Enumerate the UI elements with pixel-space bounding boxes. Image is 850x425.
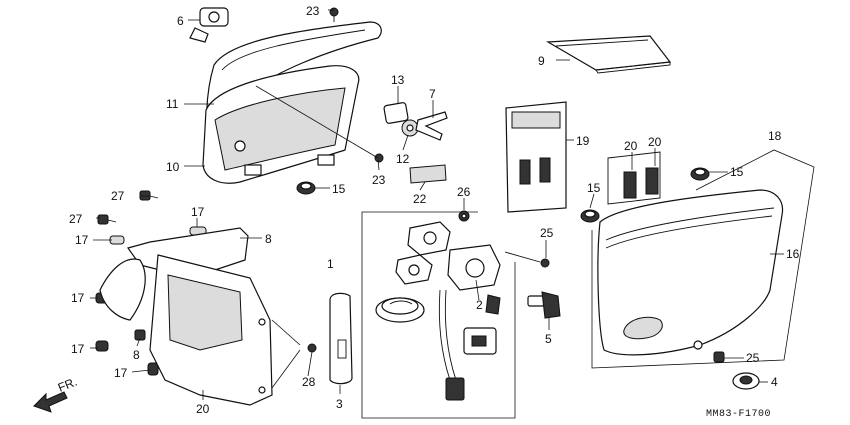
- callout-8: 8: [133, 348, 140, 362]
- callout-26: 26: [457, 185, 471, 199]
- lock-cylinder-b: [395, 254, 433, 285]
- lower-cover: [149, 254, 273, 406]
- callout-10: 10: [166, 160, 180, 174]
- lock-cylinder-a: [407, 221, 451, 256]
- cover-set-bracket: [591, 149, 815, 369]
- leader-lines: [90, 9, 784, 400]
- bolt-twentyeight: [307, 343, 317, 353]
- callout-11: 8: [265, 232, 272, 246]
- grommet-four: [732, 372, 760, 390]
- front-direction-arrow: [33, 391, 68, 413]
- callout-28: 28: [302, 375, 316, 389]
- callout-16: 16: [786, 247, 800, 261]
- direction-label: FR.: [56, 375, 79, 395]
- callout-24: 25: [540, 226, 554, 240]
- callout-20-a: 20: [624, 139, 638, 153]
- callout-17-c: 17: [71, 291, 85, 305]
- callout-20-b: 20: [648, 135, 662, 149]
- callout-19: 19: [576, 134, 590, 148]
- grommet-part: [383, 102, 419, 137]
- diagram-code: MM83-F1700: [706, 409, 771, 420]
- left-side-cover: [202, 21, 382, 184]
- cap-part: [458, 210, 470, 222]
- callout-13: 13: [391, 73, 405, 87]
- label-sheet: [505, 101, 567, 213]
- callout-17-a: 17: [75, 233, 89, 247]
- lock-key-part: [189, 7, 229, 43]
- bolt-lower: [97, 214, 117, 225]
- callout-27-upper: 27: [111, 189, 125, 203]
- rubber-grommet-left: [296, 181, 316, 195]
- callout-12: 12: [396, 152, 410, 166]
- callout-labels: 6 23 9 13 7 11 12 10 23 15 22 27 26 17 2…: [56, 4, 800, 420]
- callout-21: 20: [196, 402, 210, 416]
- screw-mid: [374, 153, 384, 163]
- callout-6: 6: [177, 14, 184, 28]
- key-part: [527, 291, 561, 319]
- callout-15-right-a: 15: [587, 181, 601, 195]
- clip-part: [415, 111, 448, 141]
- connector-part: [463, 327, 497, 355]
- callout-18: 18: [768, 129, 782, 143]
- right-side-cover: [597, 189, 784, 356]
- cushion-e: [147, 362, 159, 376]
- bolt-twentyfive: [713, 351, 725, 363]
- callout-7: 7: [429, 87, 436, 101]
- callout-23-top: 23: [306, 4, 320, 18]
- callout-27-lower: 27: [69, 212, 83, 226]
- owner-manual: [545, 35, 672, 74]
- callout-17-b: 17: [191, 205, 205, 219]
- callout-3: 3: [336, 397, 343, 411]
- cushion-a: [109, 235, 125, 245]
- callout-17-d: 17: [71, 342, 85, 356]
- small-labels: [607, 151, 661, 205]
- callout-14: 11: [166, 97, 179, 111]
- callout-2: 2: [476, 298, 483, 312]
- callout-15-left: 15: [332, 182, 346, 196]
- bolt-eight: [134, 329, 146, 341]
- callout-17-e: 17: [114, 366, 128, 380]
- fuel-cap: [375, 297, 425, 323]
- plate-part: [329, 292, 353, 385]
- screw-twentyfour: [504, 251, 550, 268]
- callout-4: 4: [771, 375, 778, 389]
- callout-25: 25: [746, 351, 760, 365]
- callout-23-mid: 23: [372, 173, 386, 187]
- tape-strip: [409, 164, 447, 184]
- cushion-d: [95, 340, 109, 352]
- callout-22: 22: [413, 192, 427, 206]
- ignition-switch: [438, 244, 501, 401]
- callout-5: 5: [545, 332, 552, 346]
- bolt-upper: [139, 190, 159, 201]
- callout-9: 9: [538, 54, 545, 68]
- callout-1: 1: [327, 257, 334, 271]
- callout-15-right-b: 15: [730, 165, 744, 179]
